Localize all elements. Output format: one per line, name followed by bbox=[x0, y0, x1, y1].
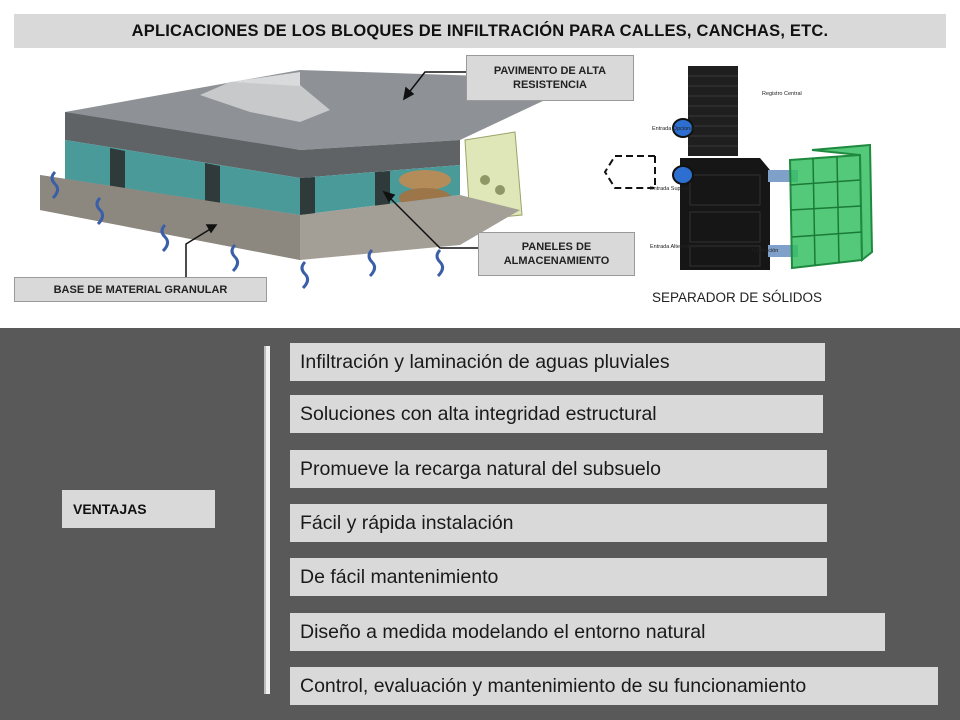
advantage-item: De fácil mantenimiento bbox=[290, 558, 827, 596]
callout-pavimento: PAVIMENTO DE ALTA RESISTENCIA bbox=[466, 55, 634, 101]
label-entrada-opcional: Entrada Opcional bbox=[652, 126, 695, 132]
label-entrada-superior: Entrada Superior bbox=[650, 186, 692, 192]
solids-separator bbox=[603, 66, 874, 270]
separator-caption: SEPARADOR DE SÓLIDOS bbox=[652, 290, 823, 305]
divider-line bbox=[264, 346, 270, 694]
separator-labels: Registro Central Entrada Opcional Entrad… bbox=[650, 91, 802, 254]
callout-base: BASE DE MATERIAL GRANULAR bbox=[14, 277, 267, 302]
advantage-item: Promueve la recarga natural del subsuelo bbox=[290, 450, 827, 488]
ventajas-label: VENTAJAS bbox=[62, 490, 215, 528]
label-registro: Registro Central bbox=[762, 91, 802, 97]
leader-lines bbox=[185, 71, 478, 278]
callout-paneles: PANELES DE ALMACENAMIENTO bbox=[478, 232, 635, 276]
advantage-item: Infiltración y laminación de aguas pluvi… bbox=[290, 343, 825, 381]
page-title: APLICACIONES DE LOS BLOQUES DE INFILTRAC… bbox=[14, 14, 946, 48]
label-inspeccion: Inspección bbox=[752, 248, 778, 254]
water-arrows bbox=[50, 170, 445, 290]
pavement-block bbox=[40, 70, 545, 260]
label-entrada-alternativa: Entrada Alternativa bbox=[650, 244, 697, 250]
diagram-area: APLICACIONES DE LOS BLOQUES DE INFILTRAC… bbox=[0, 0, 960, 328]
infiltration-illustration: Registro Central Entrada Opcional Entrad… bbox=[40, 66, 874, 290]
advantage-item: Control, evaluación y mantenimiento de s… bbox=[290, 667, 938, 705]
advantage-item: Soluciones con alta integridad estructur… bbox=[290, 395, 823, 433]
advantage-item: Diseño a medida modelando el entorno nat… bbox=[290, 613, 885, 651]
advantage-item: Fácil y rápida instalación bbox=[290, 504, 827, 542]
